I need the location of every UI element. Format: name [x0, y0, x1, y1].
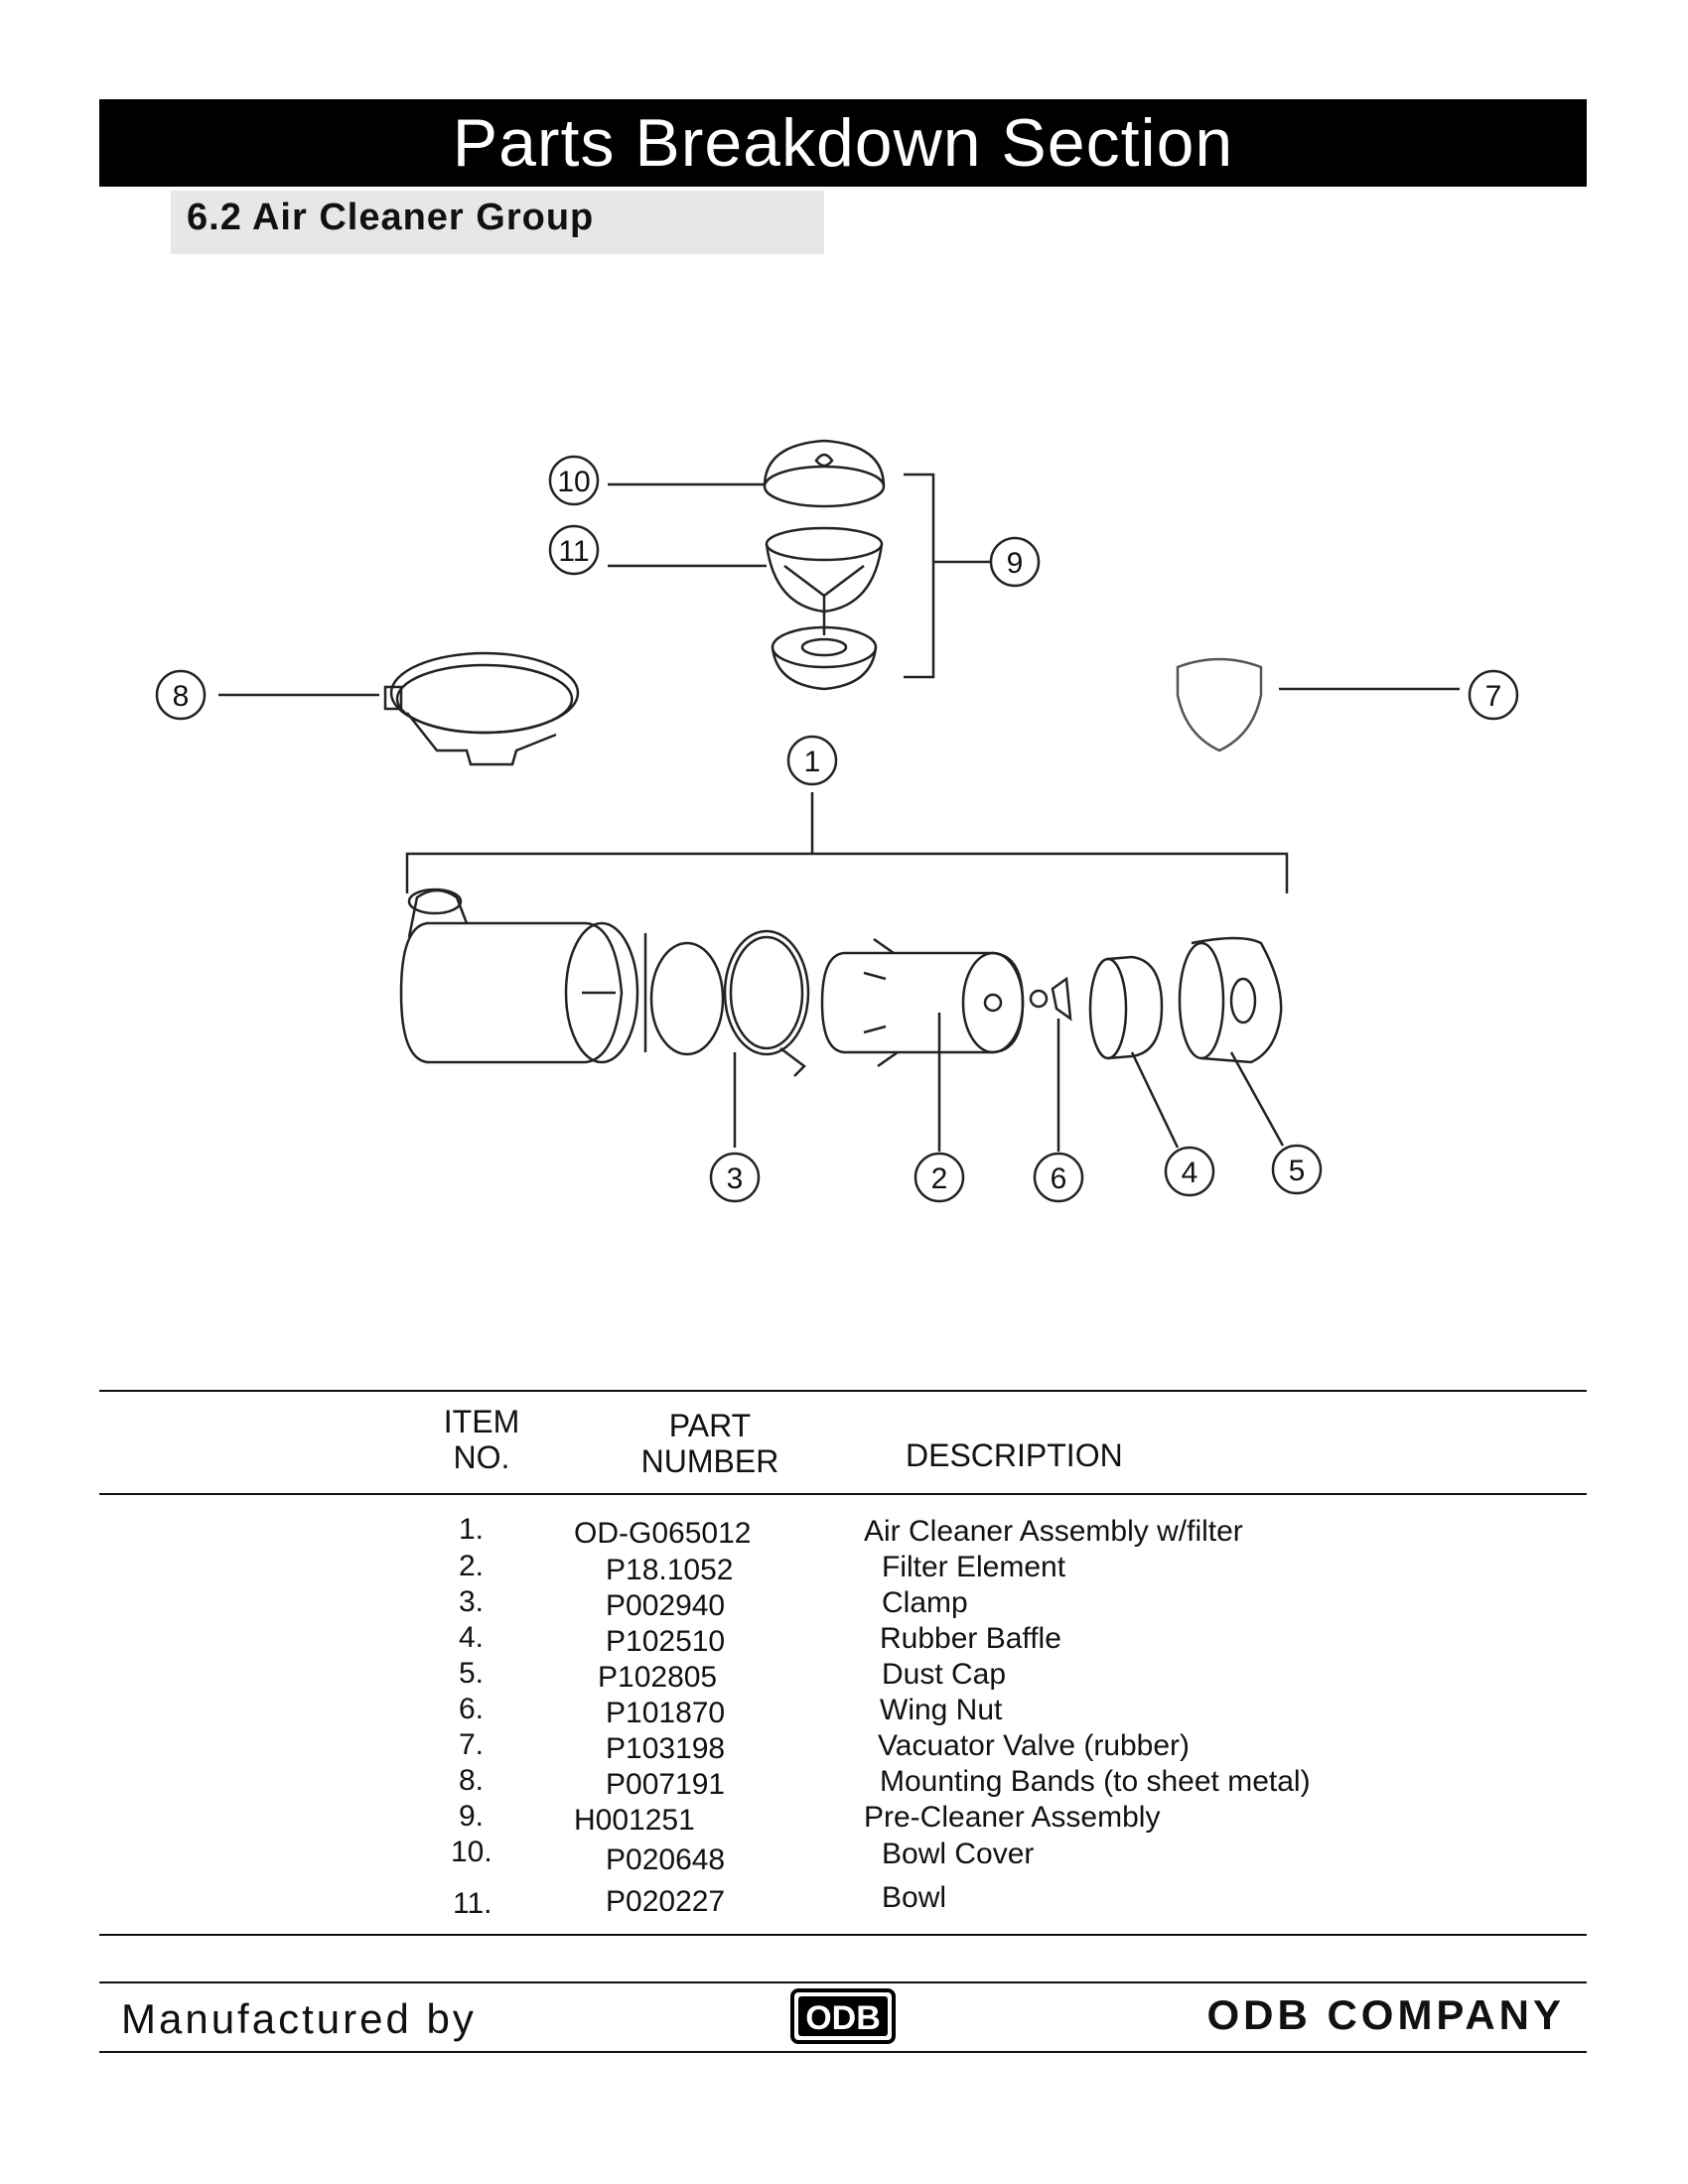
description: Bowl Cover: [882, 1838, 1035, 1870]
item-no: 11.: [453, 1887, 492, 1920]
vacuator-valve-drawing: [1176, 657, 1263, 752]
description: Wing Nut: [880, 1694, 1003, 1726]
description: Clamp: [882, 1586, 968, 1619]
callout-4-label: 4: [1182, 1157, 1198, 1189]
description: Vacuator Valve (rubber): [878, 1729, 1191, 1762]
page-banner: Parts Breakdown Section: [99, 99, 1587, 187]
callout-11: 11: [548, 524, 600, 576]
footer-bottom-rule: [99, 2051, 1587, 2053]
description: Filter Element: [882, 1551, 1066, 1583]
callout-3: 3: [709, 1152, 761, 1203]
item-no: 3.: [459, 1585, 485, 1618]
description: Rubber Baffle: [880, 1622, 1061, 1655]
item-no: 10.: [451, 1836, 492, 1868]
callout-1-label: 1: [804, 746, 821, 778]
description: Bowl: [882, 1881, 947, 1914]
air-cleaner-housing-drawing: [399, 887, 647, 1064]
description: Mounting Bands (to sheet metal): [880, 1765, 1311, 1798]
item-no: 2.: [459, 1550, 485, 1582]
bowl-drawing: [765, 526, 884, 635]
description: Air Cleaner Assembly w/filter: [864, 1515, 1243, 1548]
mounting-band-drawing: [383, 651, 580, 766]
header-item-line1: ITEM: [443, 1404, 520, 1439]
callout-7: 7: [1468, 669, 1519, 721]
header-item-line2: NO.: [453, 1439, 510, 1475]
item-no: 7.: [459, 1728, 485, 1761]
part-number: P002940: [606, 1589, 726, 1622]
callout-6-label: 6: [1051, 1162, 1067, 1195]
callout-10-label: 10: [557, 466, 590, 498]
callout-5-label: 5: [1289, 1155, 1306, 1187]
item-no: 4.: [459, 1621, 485, 1654]
table-header-rule: [99, 1493, 1587, 1495]
callout-4: 4: [1164, 1146, 1215, 1197]
parts-diagram: 10 11 9 8 7 1 3 2: [155, 439, 1519, 1203]
callout-9: 9: [989, 536, 1041, 588]
header-part-number: PART NUMBER: [616, 1408, 804, 1479]
callout-5: 5: [1271, 1144, 1323, 1195]
odb-logo: ODB: [790, 1988, 896, 2044]
item-no: 5.: [459, 1657, 485, 1690]
part-number: P18.1052: [606, 1554, 734, 1586]
filter-element-drawing: [820, 937, 1025, 1068]
part-number: P101870: [606, 1697, 726, 1729]
item-no: 1.: [459, 1513, 485, 1546]
callout-8: 8: [155, 669, 207, 721]
o-ring-drawing: [649, 941, 725, 1056]
odb-logo-text: ODB: [805, 1999, 881, 2037]
description: Dust Cap: [882, 1658, 1007, 1691]
part-number: H001251: [574, 1804, 695, 1837]
callout-9-label: 9: [1007, 547, 1024, 580]
callout-7-label: 7: [1485, 680, 1502, 713]
section-title: 6.2 Air Cleaner Group: [187, 197, 595, 238]
footer-manufactured-by: Manufactured by: [121, 1995, 477, 2042]
callout-10: 10: [548, 455, 600, 506]
rubber-baffle-drawing: [1088, 955, 1164, 1060]
table-bottom-rule: [99, 1934, 1587, 1936]
description: Pre-Cleaner Assembly: [864, 1801, 1161, 1834]
footer-top-rule: [99, 1981, 1587, 1983]
part-number: P020227: [606, 1885, 726, 1918]
part-number: P102805: [598, 1661, 718, 1694]
part-number: P102510: [606, 1625, 726, 1658]
section-subheader: 6.2 Air Cleaner Group: [171, 191, 824, 254]
part-number: P020648: [606, 1843, 726, 1876]
part-number: OD-G065012: [574, 1517, 752, 1550]
callout-6: 6: [1033, 1152, 1084, 1203]
callout-2-label: 2: [931, 1162, 948, 1195]
table-top-rule: [99, 1390, 1587, 1392]
pre-cleaner-base-drawing: [771, 625, 878, 691]
clamp-drawing: [723, 929, 810, 1077]
assembly-bracket: [405, 852, 1289, 893]
wing-nut-drawing: [1029, 976, 1072, 1022]
header-description: DESCRIPTION: [906, 1437, 1123, 1473]
part-number: P007191: [606, 1768, 726, 1801]
dust-cap-drawing: [1178, 936, 1283, 1064]
item-no: 8.: [459, 1764, 485, 1797]
page-title: Parts Breakdown Section: [452, 105, 1234, 181]
callout-1: 1: [786, 735, 838, 786]
bowl-cover-drawing: [763, 439, 886, 508]
header-part-line2: NUMBER: [640, 1443, 779, 1479]
item-no: 9.: [459, 1800, 485, 1833]
footer-company-name: ODB COMPANY: [1206, 1991, 1565, 2038]
item-no: 6.: [459, 1693, 485, 1725]
pre-cleaner-bracket: [904, 473, 935, 679]
callout-8-label: 8: [173, 680, 190, 713]
part-number: P103198: [606, 1732, 726, 1765]
callout-2: 2: [914, 1152, 965, 1203]
callout-3-label: 3: [727, 1162, 744, 1195]
header-item-no: ITEM NO.: [427, 1404, 536, 1475]
callout-11-label: 11: [558, 535, 589, 568]
header-part-line1: PART: [668, 1408, 752, 1443]
